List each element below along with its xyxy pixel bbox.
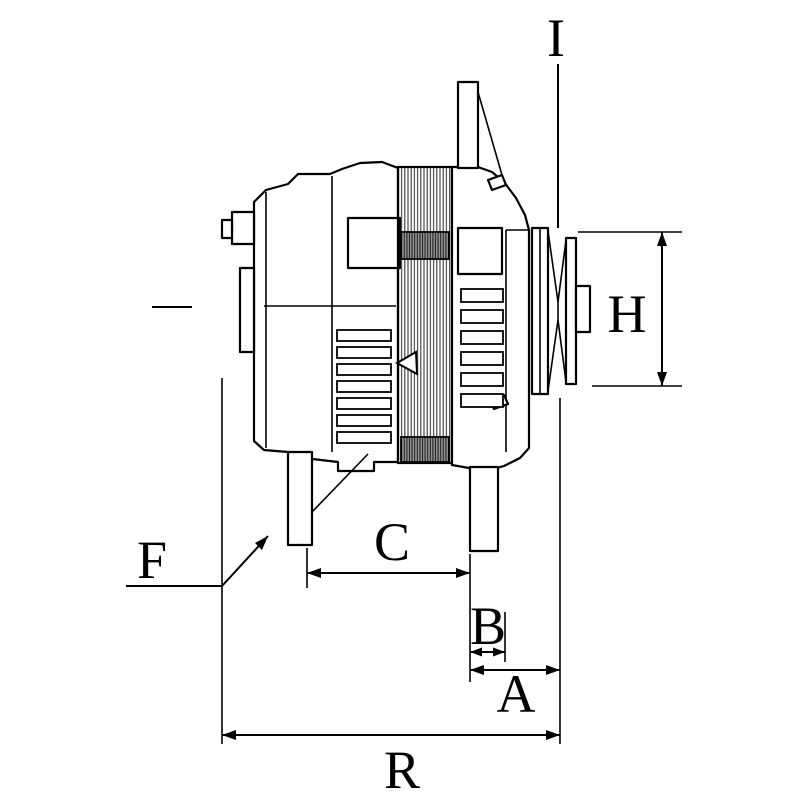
vent-slot: [460, 288, 504, 303]
pulley: [530, 226, 592, 396]
dimension-H: H: [578, 231, 682, 387]
front-vent-slots: [460, 288, 504, 408]
mounting-stud: [456, 80, 480, 170]
shaft-nut: [574, 284, 592, 334]
lug-brace: [311, 453, 369, 513]
mounting-lug-left: [286, 450, 314, 547]
terminal-block: [230, 210, 256, 246]
vent-slot: [460, 309, 504, 324]
section-break-mark: [394, 350, 419, 376]
pulley-groove: [547, 230, 567, 392]
dim-label-h: H: [608, 284, 647, 344]
dim-label-c: C: [374, 512, 410, 572]
terminal-stud: [220, 218, 234, 240]
front-housing: [450, 80, 531, 473]
dimension-A: A: [470, 398, 561, 744]
vent-slot: [336, 414, 392, 427]
dim-label-b: B: [470, 596, 506, 656]
dimension-F: F: [126, 530, 269, 590]
knurl-strip-top: [400, 231, 450, 260]
alternator-drawing: [220, 80, 592, 553]
dim-label-r: R: [384, 740, 420, 800]
vent-slot: [336, 431, 392, 444]
dim-label-i: I: [547, 8, 565, 68]
vent-slot: [336, 363, 392, 376]
dimension-I: I: [547, 8, 565, 228]
vent-slot: [336, 346, 392, 359]
regulator-tab: [486, 173, 508, 192]
pulley-flange-right: [564, 236, 578, 386]
vent-slot: [460, 393, 504, 408]
dim-label-a: A: [497, 664, 536, 724]
dim-label-f: F: [137, 530, 167, 590]
mounting-lug-right: [468, 465, 500, 553]
stator-core: [394, 165, 454, 465]
vent-slot: [336, 397, 392, 410]
rear-boss: [238, 266, 256, 354]
rear-housing: [220, 160, 402, 473]
dimension-C: C: [306, 512, 471, 682]
stud-silhouette: [477, 91, 505, 183]
vent-slot: [460, 330, 504, 345]
mounting-lugs: [286, 450, 500, 553]
dimension-B: B: [470, 596, 506, 662]
knurl-strip-bottom: [400, 436, 450, 463]
dimension-R: R: [221, 378, 560, 800]
rear-vent-slots: [336, 329, 392, 444]
vent-slot: [460, 351, 504, 366]
stator-stack: [396, 165, 454, 465]
bearing-boss: [456, 226, 504, 276]
vent-slot: [460, 372, 504, 387]
brush-holder: [346, 216, 402, 270]
vent-slot: [336, 329, 392, 342]
vent-slot: [336, 380, 392, 393]
